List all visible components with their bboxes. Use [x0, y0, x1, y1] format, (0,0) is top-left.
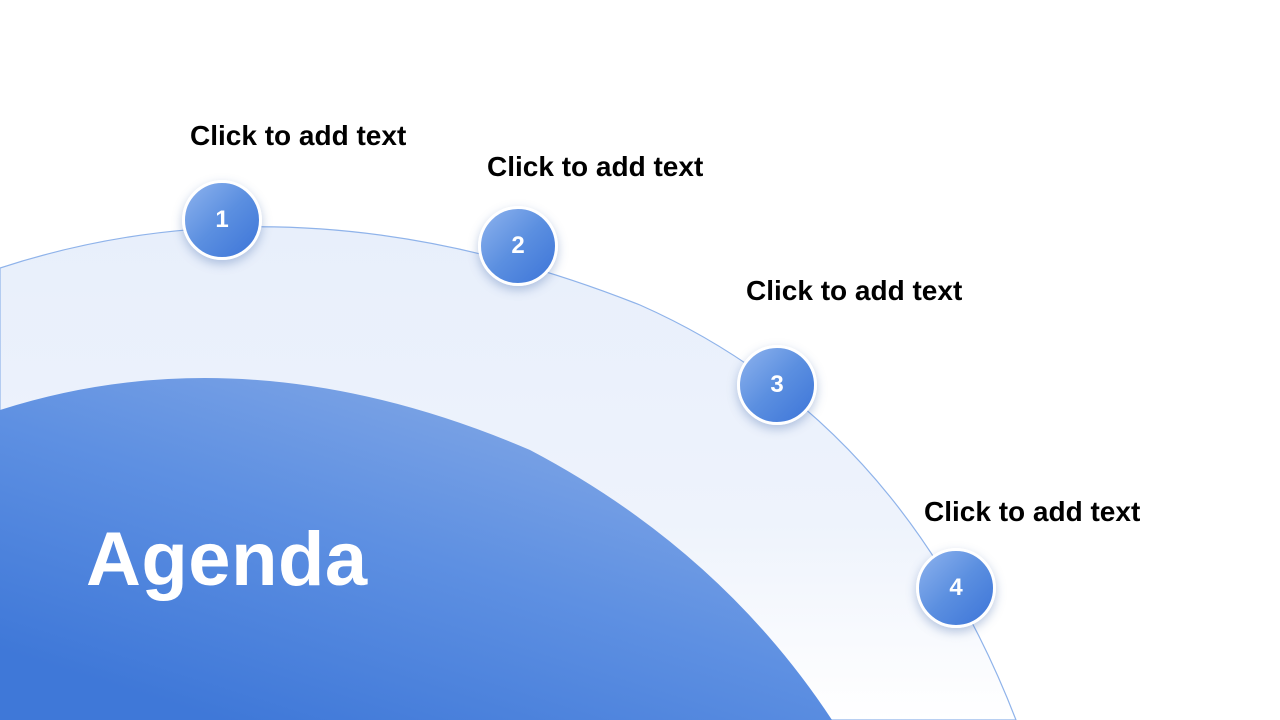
agenda-marker-1: 1 [182, 180, 262, 260]
agenda-item-1-label[interactable]: Click to add text [190, 120, 407, 151]
agenda-marker-4: 4 [916, 548, 996, 628]
agenda-marker-2: 2 [478, 206, 558, 286]
agenda-marker-3-number: 3 [770, 371, 784, 398]
agenda-item-2-label[interactable]: Click to add text [487, 151, 704, 182]
inner-circle [0, 378, 832, 720]
agenda-marker-2-number: 2 [511, 232, 525, 259]
agenda-item-4-label[interactable]: Click to add text [924, 496, 1141, 527]
agenda-item-3-label[interactable]: Click to add text [746, 275, 963, 306]
agenda-marker-3: 3 [737, 345, 817, 425]
agenda-marker-1-number: 1 [215, 206, 229, 233]
slide-title[interactable]: Agenda [86, 517, 368, 602]
agenda-marker-4-number: 4 [949, 574, 963, 601]
